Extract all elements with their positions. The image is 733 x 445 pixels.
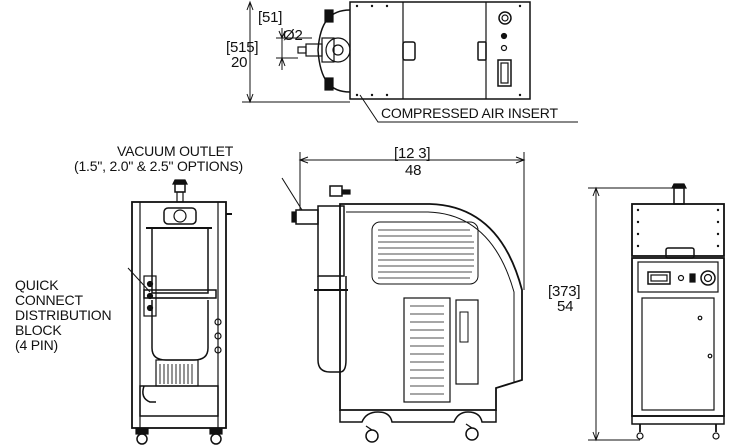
- top-view: [242, 0, 578, 123]
- callout-line-1: QUICK: [15, 277, 59, 293]
- callout-line-4: BLOCK: [15, 322, 62, 338]
- front-view: [127, 179, 232, 445]
- side-width-bracket: [12 3]: [394, 145, 431, 162]
- top-diameter-bracket: [51]: [258, 9, 283, 26]
- vacuum-outlet-options: (1.5", 2.0" & 2.5" OPTIONS): [74, 158, 244, 174]
- side-view: [281, 152, 526, 443]
- compressed-air-callout: COMPRESSED AIR INSERT: [381, 105, 558, 121]
- rear-height-value: 54: [557, 298, 574, 315]
- top-height-bracket: [515]: [226, 39, 259, 56]
- rear-height-bracket: [373]: [548, 283, 581, 300]
- vacuum-outlet-label: VACUUM OUTLET: [117, 143, 234, 159]
- rear-view: [588, 183, 725, 442]
- top-height-value: 20: [231, 54, 248, 71]
- callout-line-2: CONNECT: [15, 292, 83, 308]
- callout-line-3: DISTRIBUTION: [15, 307, 112, 323]
- side-width-value: 48: [405, 162, 422, 179]
- callout-line-5: (4 PIN): [15, 337, 58, 353]
- top-diameter-value: Ø2: [283, 27, 303, 44]
